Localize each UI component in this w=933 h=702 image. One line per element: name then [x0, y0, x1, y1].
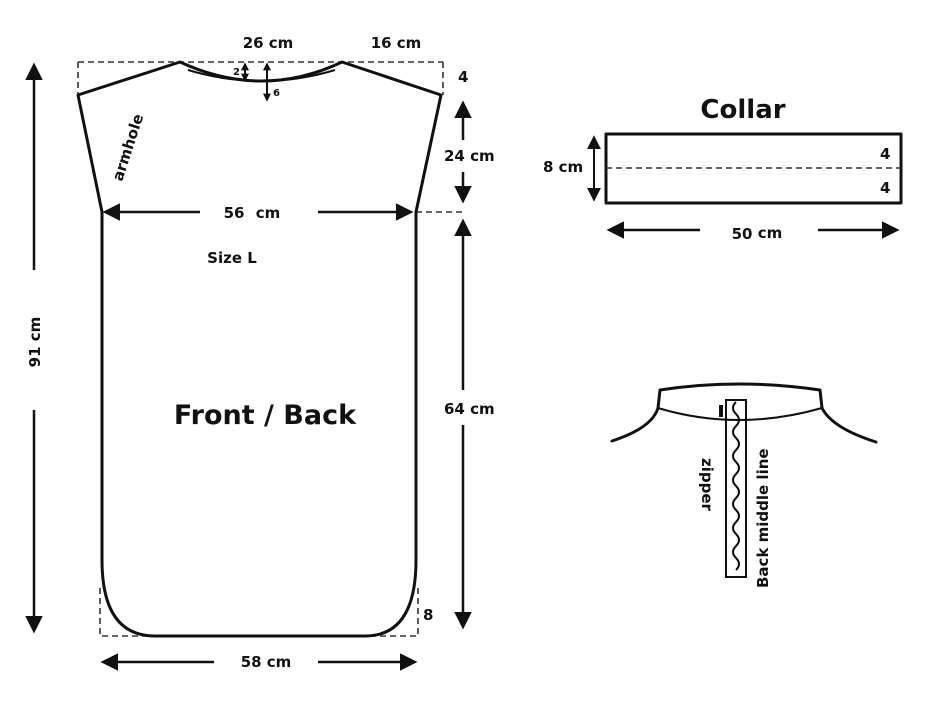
- hem-dashed-guide: [99, 588, 419, 637]
- total-length-label: 91 cm: [26, 317, 44, 368]
- front-back-pattern: 2 6 26 cm 16 cm 4 armhole 24 cm 56 cm Si…: [25, 34, 495, 671]
- chest-width-unit: cm: [256, 204, 281, 222]
- hem-curve-label: 8: [423, 606, 433, 624]
- size-label: Size L: [207, 249, 257, 267]
- pattern-title: Front / Back: [174, 400, 357, 431]
- zipper-tape: [725, 399, 747, 578]
- back-middle-line-label: Back middle line: [754, 448, 772, 588]
- neckline-curve: [187, 69, 336, 82]
- neck-depth-back-label: 2: [233, 67, 240, 78]
- zipper-pull: [719, 405, 723, 417]
- zipper-teeth: [732, 401, 740, 571]
- armhole-depth-label: 24 cm: [444, 147, 495, 165]
- collar-length-unit: cm: [758, 224, 783, 242]
- side-length-label: 64 cm: [444, 400, 495, 418]
- hem-width-label: 58 cm: [241, 653, 292, 671]
- zipper-label: zipper: [698, 458, 716, 512]
- collar-length-number: 50: [732, 225, 753, 243]
- chest-width-number: 56: [224, 204, 245, 222]
- zipper-detail: zipper Back middle line: [610, 382, 878, 588]
- neck-width-label: 26 cm: [243, 34, 294, 52]
- collar-title: Collar: [700, 95, 785, 125]
- collar-fold-top-label: 4: [880, 145, 890, 163]
- collar-detail-outline: [610, 382, 878, 444]
- shoulder-drop-label: 4: [458, 68, 468, 86]
- collar-piece: Collar 4 4 8 cm 50 cm: [543, 95, 903, 243]
- collar-detail-bottom: [657, 407, 823, 421]
- armhole-label: armhole: [109, 112, 148, 184]
- collar-height-label: 8 cm: [543, 158, 583, 176]
- shoulder-label: 16 cm: [371, 34, 422, 52]
- collar-fold-bottom-label: 4: [880, 179, 890, 197]
- top-dashed-guide: [77, 61, 444, 95]
- neck-depth-front-label: 6: [273, 88, 280, 99]
